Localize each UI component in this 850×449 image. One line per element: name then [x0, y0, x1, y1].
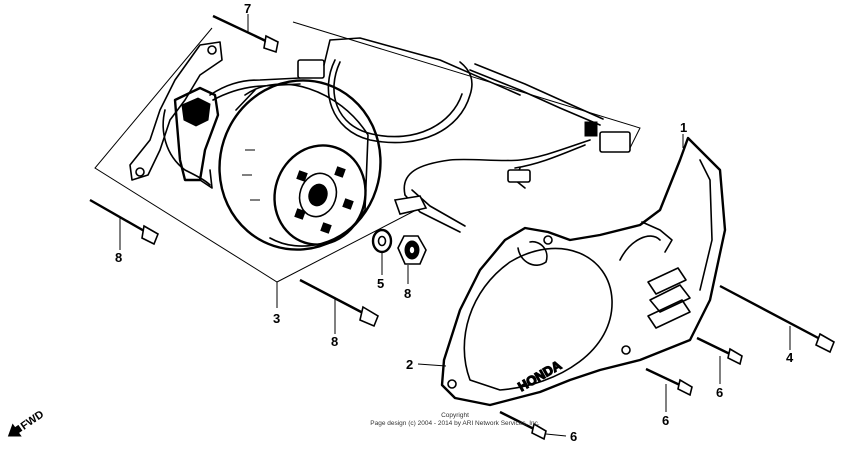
fwd-label: FWD: [19, 408, 46, 432]
callout-4: 4: [786, 350, 794, 365]
callout-labels: 7 8 8 3 5 8 1 2 4 6 6 6: [115, 1, 794, 444]
bolt-8-center: [299, 278, 379, 328]
bolt-8-left: [89, 198, 160, 246]
callout-6-right: 6: [716, 385, 723, 400]
callout-8-top: 7: [244, 1, 251, 16]
callout-7: 8: [404, 286, 411, 301]
stator-group-outline: [94, 21, 641, 308]
callout-6-middle: 6: [662, 413, 669, 428]
copyright-text: Page design (c) 2004 - 2014 by ARI Netwo…: [370, 420, 540, 427]
stator-assembly: [129, 37, 521, 189]
forward-direction-indicator: FWD: [7, 408, 46, 437]
leader-lines: [119, 14, 791, 437]
copyright-notice: Copyright Page design (c) 2004 - 2014 by…: [330, 412, 580, 428]
bolt-6-bottom: [499, 410, 547, 441]
callout-2: 2: [406, 357, 413, 372]
bolt-6-middle: [645, 367, 693, 397]
bolt-6-right: [696, 336, 743, 366]
flywheel-rotor: [218, 79, 382, 251]
callout-1: 1: [680, 120, 687, 135]
flange-nut: [397, 235, 427, 265]
bolt-4: [719, 284, 836, 354]
bolt-8-top: [212, 14, 279, 54]
callout-3: 3: [273, 311, 280, 326]
callout-6-bottom: 6: [570, 429, 577, 444]
callout-8-left: 8: [115, 250, 122, 265]
left-crankcase-cover: HONDA: [440, 136, 727, 407]
forward-arrow-icon: [7, 423, 23, 437]
copyright-title: Copyright: [441, 412, 469, 419]
washer: [371, 228, 393, 254]
wire-harness: [327, 59, 631, 233]
callout-8-center: 8: [331, 334, 338, 349]
callout-5: 5: [377, 276, 384, 291]
